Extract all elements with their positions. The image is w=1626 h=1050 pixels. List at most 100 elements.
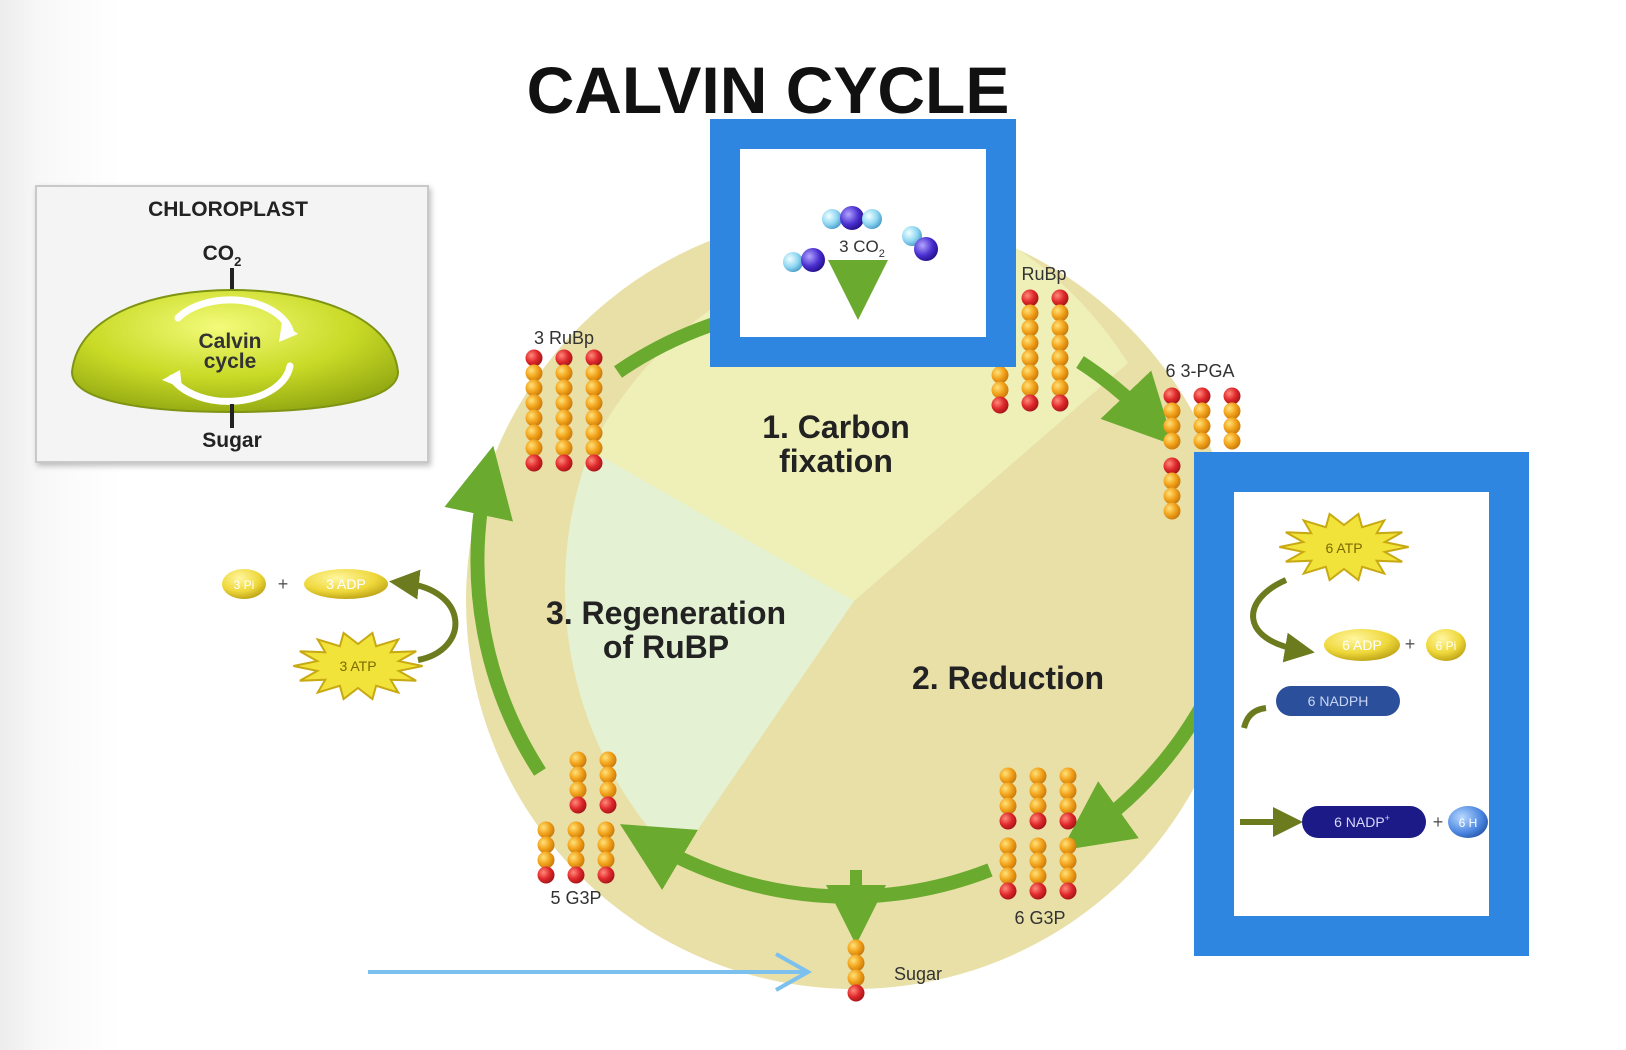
g3p-right-upper-atom [999,797,1017,815]
atp-to-adp-arrow [1250,577,1315,663]
g3p-right-upper-atom [1029,767,1047,785]
label-regeneration-line2: of RuBP [603,629,729,665]
rubp-left-atom [525,349,543,367]
g3p-right-upper-atom [1059,797,1077,815]
label-5-g3p: 5 G3P [550,888,601,908]
adp-3-pill [304,569,388,599]
rubp-left-atom [555,454,573,472]
pga-upper-atom [1163,402,1181,420]
pga-lower-atom [1163,472,1181,490]
rubp-left-atom [585,394,603,412]
pga-upper-atom [1193,417,1211,435]
co2-molecule-2 [783,248,825,272]
co2-molecule-1 [822,206,882,230]
label-3-co2: 3 CO2 [839,237,885,260]
g3p-right-lower-atom [1029,867,1047,885]
g3p-right-upper-atom [999,812,1017,830]
rubp-left-atom [525,364,543,382]
g3p-right-lower-atom [1029,882,1047,900]
rubp-right-atom [1051,349,1069,367]
g3p-right-lower-atom [999,882,1017,900]
atp-6-star [1279,512,1409,582]
rubp-left-atom [585,454,603,472]
pga-upper-atom [1163,432,1181,450]
rubp-left-atom [525,394,543,412]
label-6-pi: 6 Pi [1436,639,1457,653]
g3p-left-lower-atom [537,821,555,839]
g3p-left-upper-atom [569,751,587,769]
g3p-left-lower-atom [597,836,615,854]
label-sugar: Sugar [894,964,942,984]
g3p-right-upper-atom [1029,797,1047,815]
rubp-right-atom [1021,319,1039,337]
rubp-right-atom [1021,394,1039,412]
label-6-nadp: 6 NADP+ [1334,813,1390,830]
pi-6-pill [1426,629,1466,661]
pga-upper-atom [1223,387,1241,405]
pga-upper-atom [1193,402,1211,420]
pointer-arrow-head [775,952,813,992]
g3p-right-upper-atom [1059,767,1077,785]
rubp-left-atom [555,409,573,427]
g3p-right-lower-atom [999,867,1017,885]
label-6-h: 6 H [1459,816,1478,830]
rubp-right-atom [1021,349,1039,367]
g3p-right-lower-atom [1059,867,1077,885]
pga-upper-atom [1163,387,1181,405]
h-6-pill [1448,806,1488,838]
inset-cycle-line2: cycle [204,350,257,373]
rubp-left-atom [585,439,603,457]
pga-upper-atom [1193,387,1211,405]
pga-upper-atom [1223,432,1241,450]
sugar-atom [847,939,865,957]
rubp-left-atom [585,364,603,382]
pga-lower-atom [1163,502,1181,520]
g3p-left-upper-atom [599,751,617,769]
pga-lower-atom [1163,457,1181,475]
g3p-left-lower-atom [537,836,555,854]
nadp-6-pill [1302,806,1426,838]
atp-to-adp-left-arrow [389,569,459,663]
inset-cycle-arrow-top [174,296,294,334]
g3p-left-lower-atom [597,821,615,839]
g3p-left-lower-atom [567,836,585,854]
g3p-right-lower-atom [1059,837,1077,855]
co2-highlight-box: 3 CO2 [710,119,1016,367]
g3p-left-lower-atom [597,851,615,869]
g3p-left-upper-atom [569,766,587,784]
label-regeneration-line1: 3. Regeneration [546,595,786,631]
rubp-right-atom [1021,304,1039,322]
sugar-atom [847,954,865,972]
rubp-left-atom [525,424,543,442]
label-3-atp: 3 ATP [339,658,376,674]
g3p-left-lower-atom [537,851,555,869]
g3p-left-lower-atom [537,866,555,884]
reduction-highlight-box: 6 ATP 6 ADP + 6 Pi 6 NADPH 6 NADP+ + 6 H [1194,452,1529,956]
pga-upper-atom [1193,432,1211,450]
sugar-atom [847,984,865,1002]
label-6-adp: 6 ADP [1342,637,1382,653]
rubp-left-atom [585,349,603,367]
g3p-right-upper-atom [999,782,1017,800]
regeneration-cofactors: 3 Pi + 3 ADP 3 ATP [222,569,459,701]
label-3-pi: 3 Pi [234,578,255,592]
g3p-right-lower-atom [1029,837,1047,855]
label-6-nadph: 6 NADPH [1308,693,1369,709]
g3p-left-lower-atom [567,821,585,839]
molecule-labels: 3 RuBp RuBp 6 3-PGA 5 G3P 6 G3P Sugar [534,264,1235,984]
label-6-g3p: 6 G3P [1014,908,1065,928]
g3p-left-upper-atom [599,781,617,799]
g3p-right-upper-atom [1059,812,1077,830]
label-3-adp: 3 ADP [326,576,366,592]
rubp-right-atom [1051,379,1069,397]
rubp-left-atom [585,379,603,397]
arrow-to-pga [1076,356,1175,446]
rubp-left-atom [585,409,603,427]
rubp-right-split-atom [991,366,1009,384]
plus-nadp-h: + [1433,812,1444,832]
inset-arrowhead-top [279,322,298,342]
inset-heading: CHLOROPLAST [148,198,308,221]
label-carbon-fixation-line2: fixation [779,443,893,479]
rubp-left-atom [525,409,543,427]
label-6-atp: 6 ATP [1325,540,1362,556]
